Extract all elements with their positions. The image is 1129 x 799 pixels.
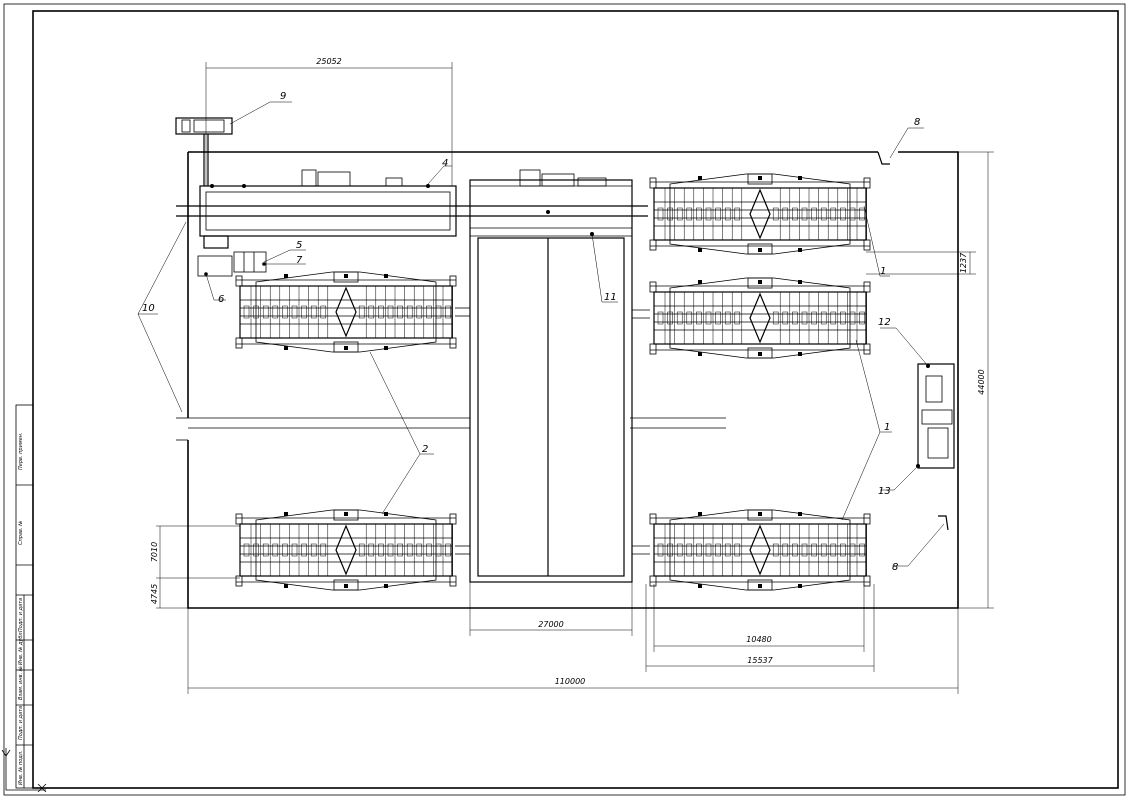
dim-unit-width: 10480 (746, 635, 771, 644)
callout-8-bottom: 8 (892, 562, 898, 573)
stamp-text-4: Инв. № дубл. (18, 631, 24, 665)
stamp-text-1: Перв. примен. (18, 432, 24, 470)
callout-9: 9 (280, 91, 286, 102)
equipment-9 (175, 117, 233, 186)
dim-overall-height: 44000 (977, 369, 986, 394)
dim-unit-span: 15537 (747, 656, 773, 665)
inner-sheet-border (32, 10, 1119, 789)
callout-11: 11 (604, 292, 617, 303)
callout-5: 5 (296, 240, 302, 251)
callouts: 9 4 8 5 7 6 10 11 1 1 12 13 (137, 91, 945, 573)
callout-13: 13 (878, 486, 891, 497)
dim-left-a: 7010 (150, 542, 159, 562)
equipment-12-13 (916, 363, 955, 469)
unit-connectors (455, 307, 650, 555)
ucs-icon (1, 748, 47, 793)
callout-7: 7 (296, 255, 303, 266)
outer-sheet-border (3, 3, 1126, 796)
dim-aisle-width: 27000 (538, 620, 563, 629)
central-aisle (469, 169, 633, 583)
dim-top-span: 25052 (316, 57, 341, 66)
unit-mid-left (235, 271, 457, 353)
callout-10: 10 (142, 303, 155, 314)
building-outline (176, 151, 959, 609)
side-stamp-column: Перв. примен. Справ. № Подп. и дата Инв.… (15, 404, 34, 789)
stamp-text-5: Взам. инв. № (18, 666, 24, 700)
stamp-text-7: Инв. № подл. (18, 751, 24, 786)
callout-6: 6 (218, 294, 224, 305)
dim-left-b: 4745 (150, 584, 159, 604)
unit-mid-right (649, 277, 871, 359)
stamp-text-3: Подп. и дата (18, 598, 24, 632)
dim-overall-width: 110000 (555, 677, 586, 686)
unit-top-right (649, 173, 871, 255)
callout-12: 12 (878, 317, 891, 328)
dim-right-small: 1237 (959, 252, 968, 273)
rail-track-top (176, 205, 648, 217)
callout-4: 4 (442, 158, 448, 169)
callout-2: 2 (422, 444, 428, 455)
top-conveyor-line (199, 169, 457, 237)
machine-units (235, 173, 871, 591)
dimension-lines: 25052 27000 10480 15537 110000 44000 123… (150, 57, 994, 694)
unit-bottom-left (235, 509, 457, 591)
equipment-5-6-7 (197, 235, 267, 277)
stamp-text-2: Справ. № (18, 521, 24, 545)
stamp-text-6: Подп. и дата (18, 706, 24, 740)
callout-1-upper: 1 (880, 266, 886, 277)
unit-bottom-right (649, 509, 871, 591)
callout-1-lower: 1 (884, 422, 890, 433)
callout-8-top: 8 (914, 117, 920, 128)
